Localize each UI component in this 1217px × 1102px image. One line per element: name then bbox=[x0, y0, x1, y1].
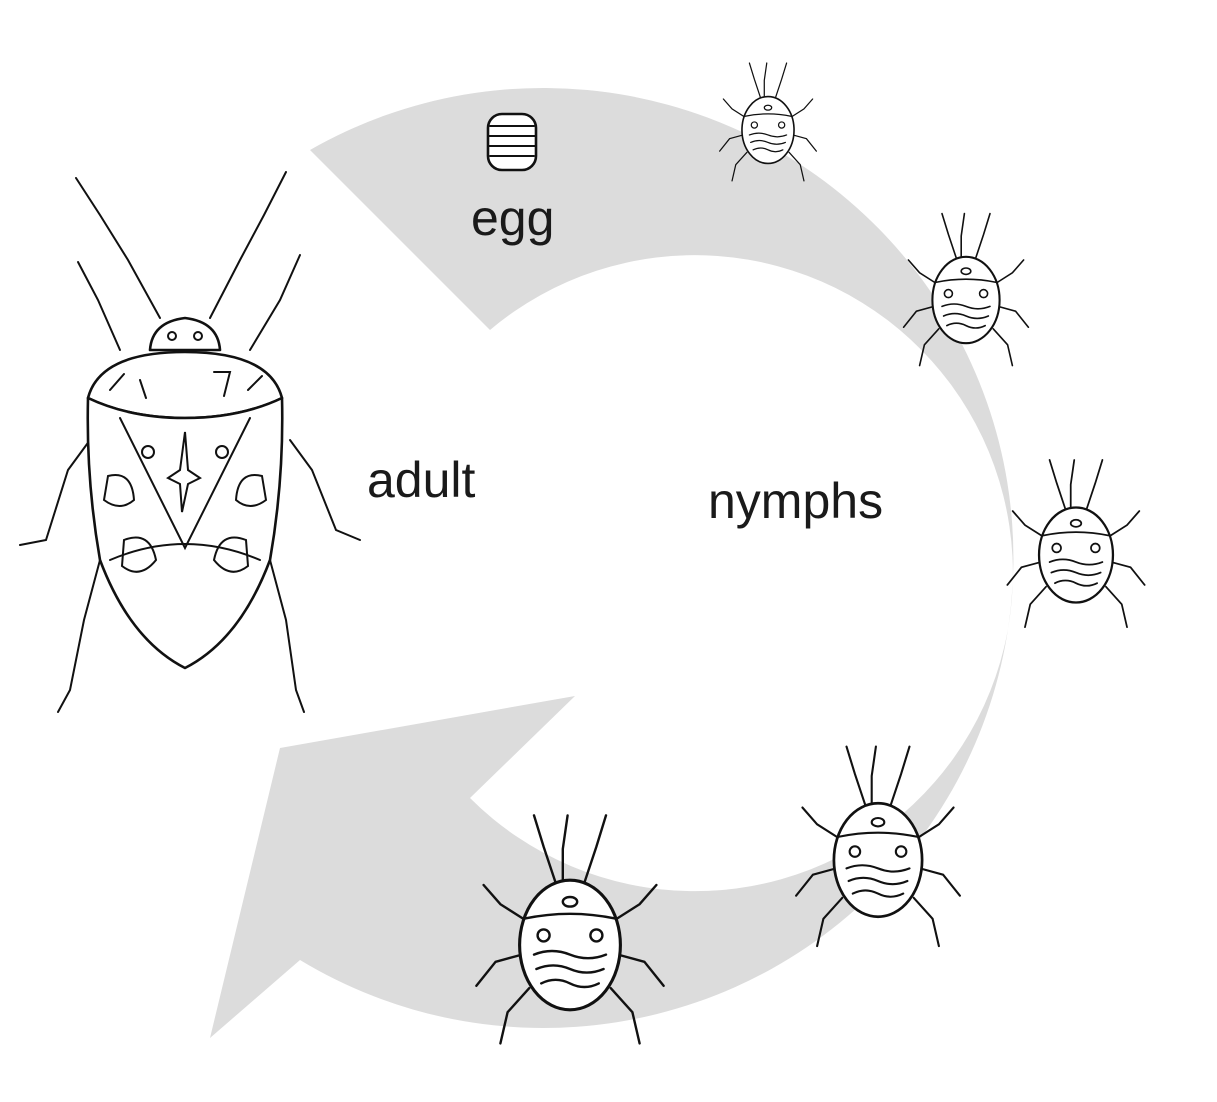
egg-icon bbox=[488, 114, 536, 170]
egg-label: egg bbox=[471, 190, 554, 246]
nymph-3-icon bbox=[1007, 460, 1144, 627]
adult-bug-icon bbox=[20, 172, 360, 712]
nymphs-label: nymphs bbox=[708, 473, 883, 529]
adult-label: adult bbox=[367, 452, 476, 508]
